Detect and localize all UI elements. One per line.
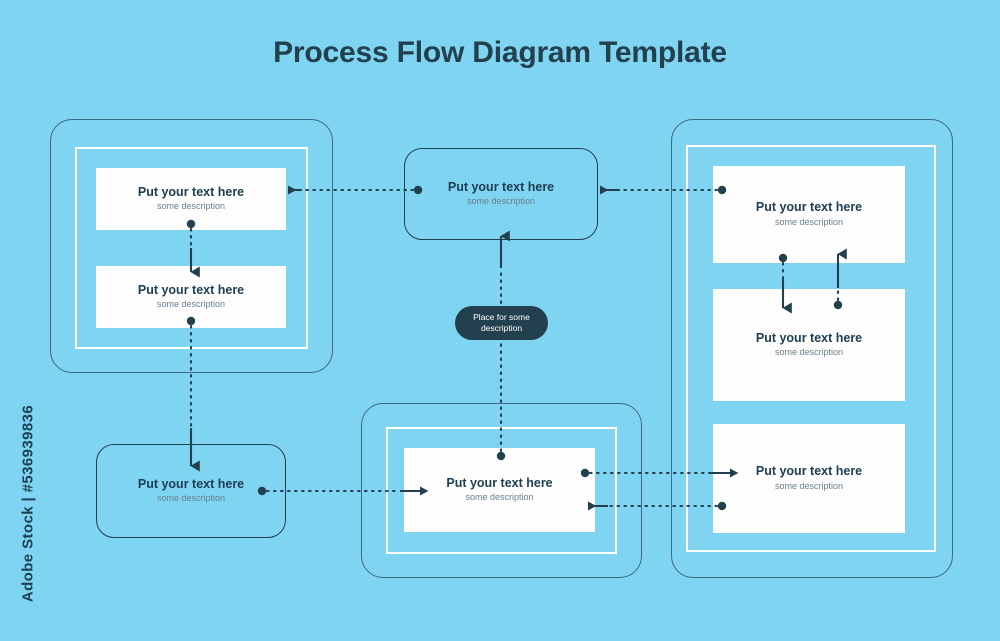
right-group-inner-frame xyxy=(686,145,936,552)
left-card-2[interactable]: Put your text here some description xyxy=(96,266,286,328)
right-card-1[interactable]: Put your text here some description xyxy=(713,166,905,263)
left-card-2-title: Put your text here xyxy=(137,282,245,297)
right-card-3-desc: some description xyxy=(774,480,844,491)
right-card-2-title: Put your text here xyxy=(755,330,863,345)
right-card-3[interactable]: Put your text here some description xyxy=(713,424,905,533)
description-pill[interactable]: Place for some description xyxy=(455,306,548,340)
right-card-2[interactable]: Put your text here some description xyxy=(713,289,905,401)
left-card-1-title: Put your text here xyxy=(137,184,245,199)
center-top-node-desc: some description xyxy=(466,196,536,207)
page-title: Process Flow Diagram Template xyxy=(273,36,727,69)
pill-line-1: Place for some xyxy=(473,311,530,322)
right-card-2-desc: some description xyxy=(774,347,844,358)
right-card-3-title: Put your text here xyxy=(755,464,863,479)
pill-line-2: description xyxy=(480,323,523,333)
center-top-node[interactable]: Put your text here some description xyxy=(404,148,598,240)
left-bottom-node-title: Put your text here xyxy=(137,476,245,491)
left-card-2-desc: some description xyxy=(156,299,226,310)
right-card-1-title: Put your text here xyxy=(755,200,863,215)
center-top-node-title: Put your text here xyxy=(447,179,555,194)
right-group-container xyxy=(671,119,953,578)
center-bottom-card[interactable]: Put your text here some description xyxy=(404,448,595,532)
center-bottom-card-title: Put your text here xyxy=(446,475,553,490)
left-card-1-desc: some description xyxy=(156,201,226,212)
left-card-1[interactable]: Put your text here some description xyxy=(96,168,286,230)
stock-watermark: Adobe Stock | #536939836 xyxy=(19,404,37,603)
left-bottom-node[interactable]: Put your text here some description xyxy=(96,444,286,538)
right-card-1-desc: some description xyxy=(774,216,844,227)
left-bottom-node-desc: some description xyxy=(156,493,226,504)
center-bottom-card-desc: some description xyxy=(465,492,534,503)
